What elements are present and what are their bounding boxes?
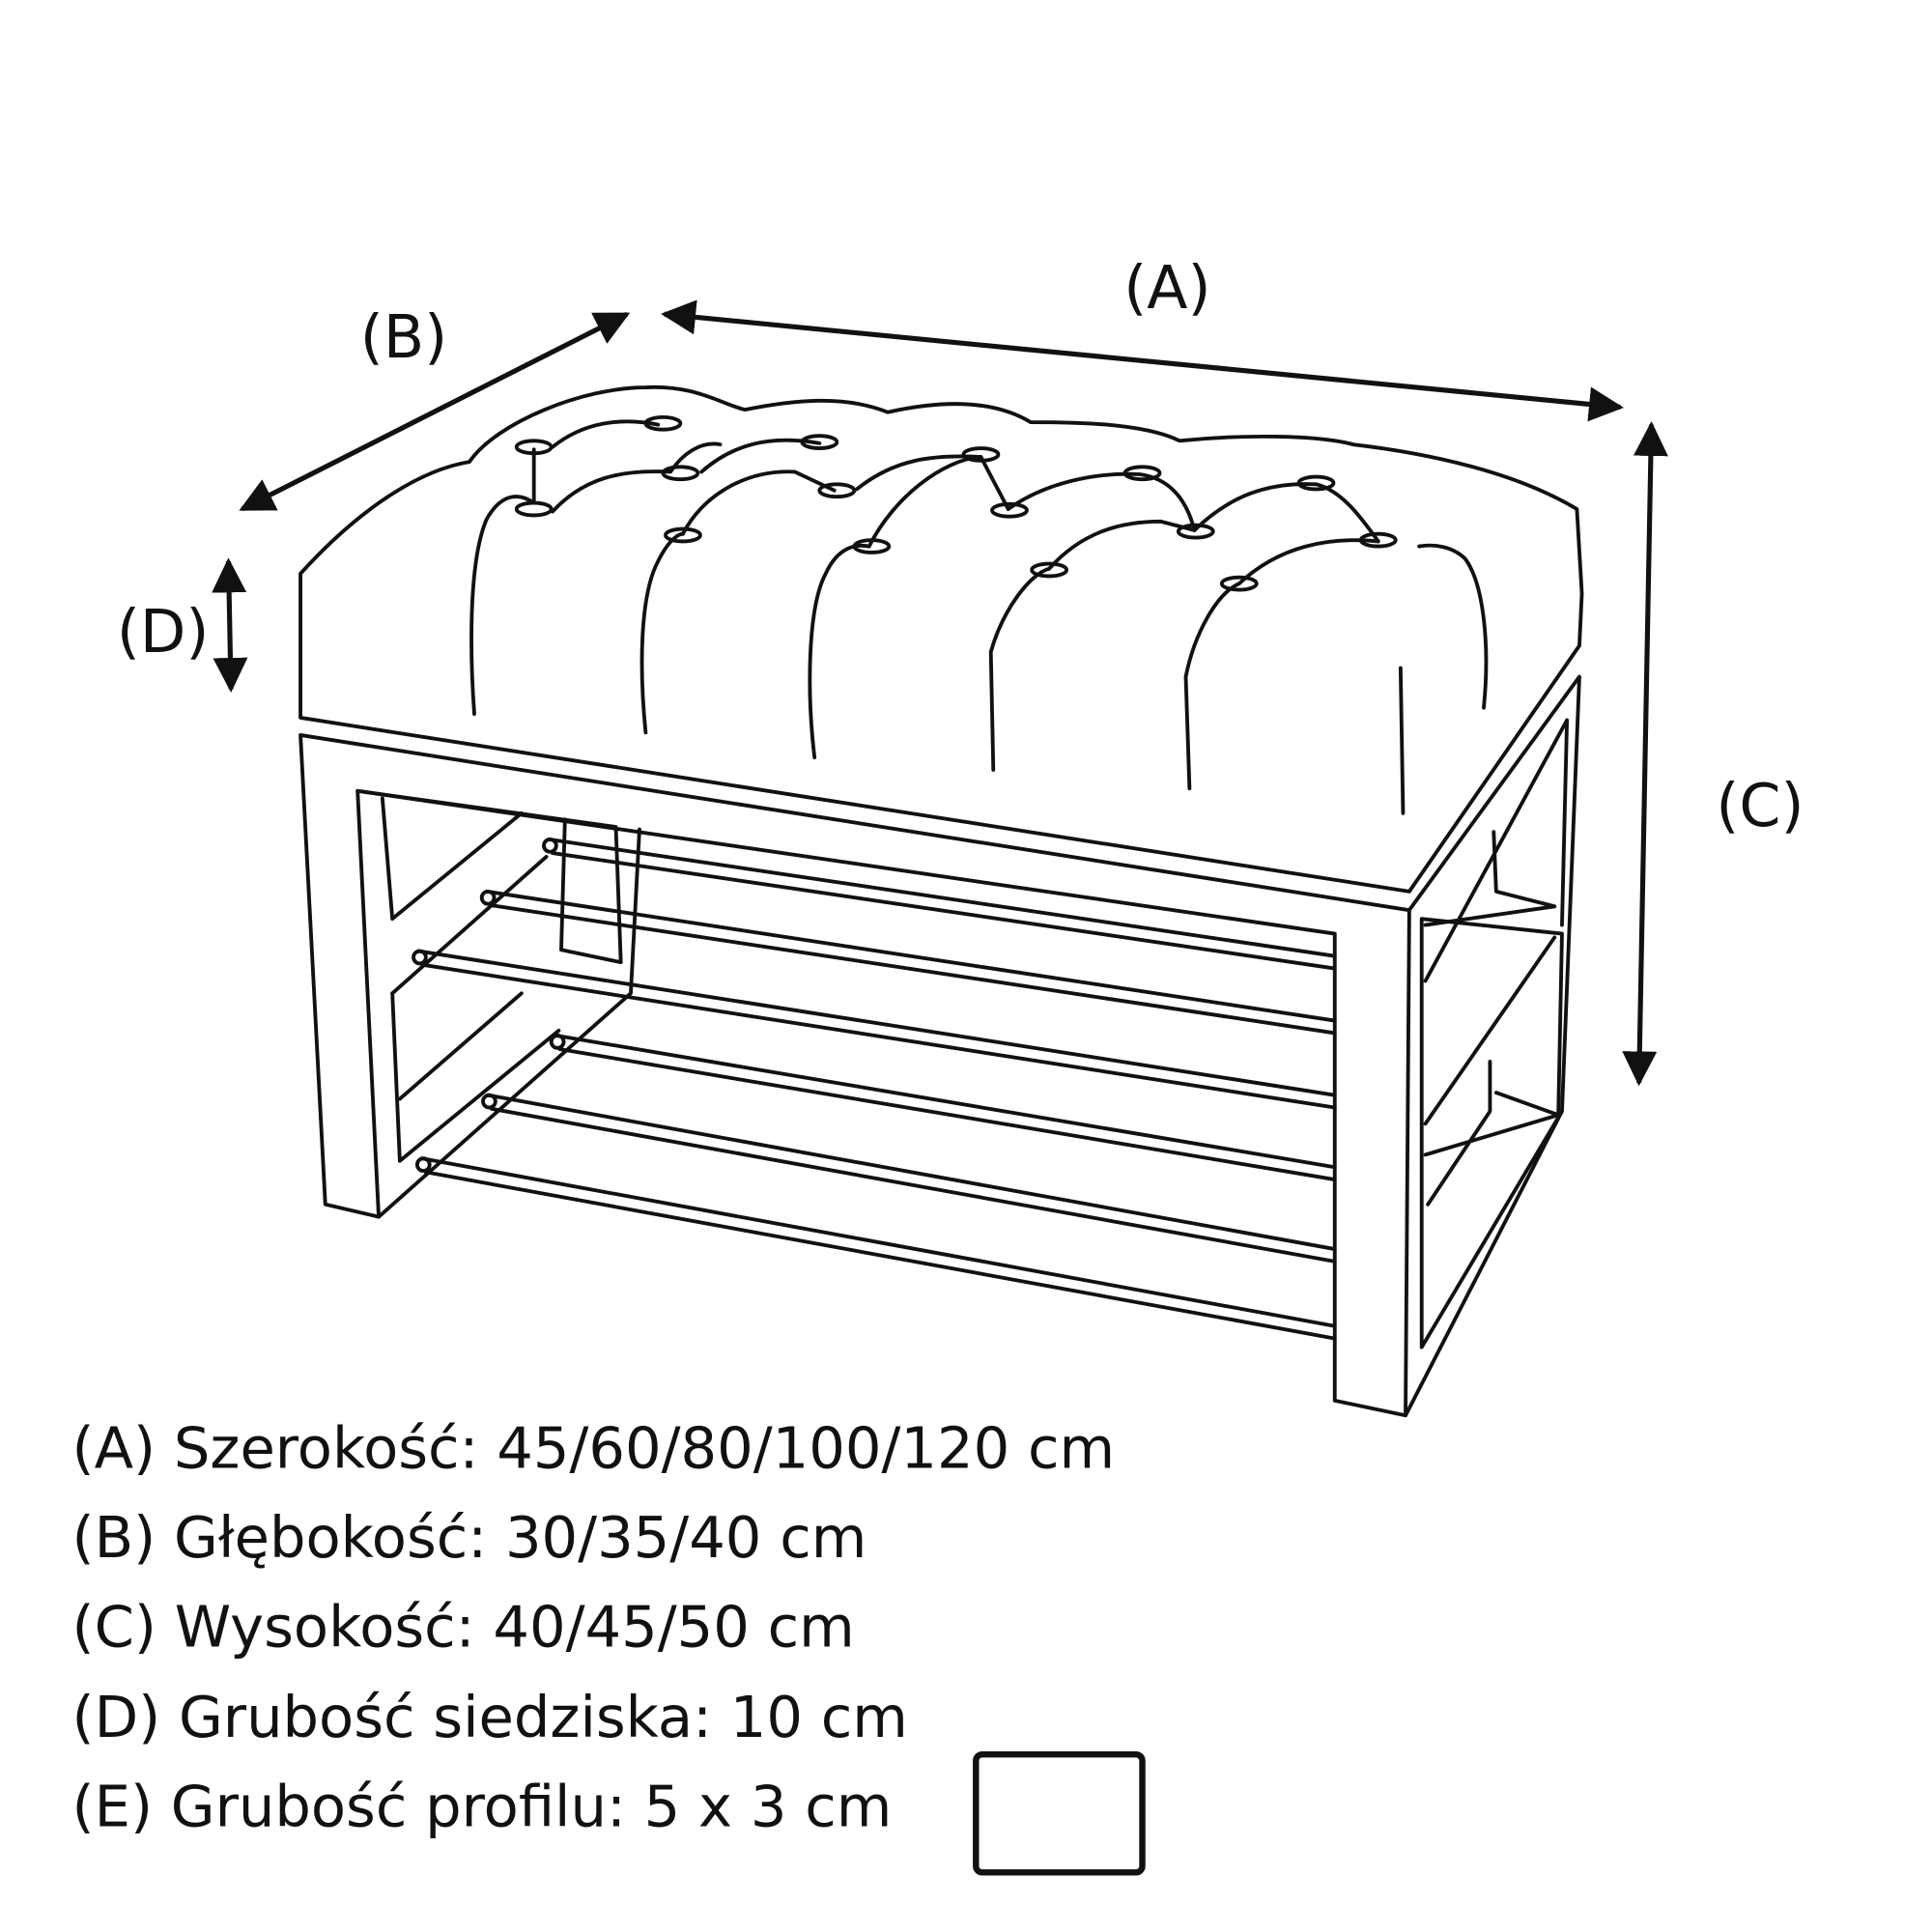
dimension-c-arrow <box>1622 420 1668 1087</box>
metal-frame <box>298 674 1581 1418</box>
dimension-a-arrow <box>661 299 1624 422</box>
dimension-d-arrow <box>212 557 248 693</box>
spec-list: (A) Szerokość: 45/60/80/100/120 cm (B) G… <box>72 1414 1116 1839</box>
dimension-b-label: (B) <box>360 302 447 372</box>
dimension-d-label: (D) <box>117 597 210 667</box>
shoe-rods <box>412 837 1337 1341</box>
dimension-c-label: (C) <box>1716 771 1804 840</box>
spec-profile-thickness: (E) Grubość profilu: 5 x 3 cm <box>72 1774 893 1840</box>
spec-depth: (B) Głębokość: 30/35/40 cm <box>72 1504 867 1571</box>
dimension-b-arrow <box>239 311 631 512</box>
seat-cushion <box>298 384 1584 894</box>
spec-width: (A) Szerokość: 45/60/80/100/120 cm <box>72 1414 1116 1481</box>
profile-cross-section-icon <box>973 1750 1146 1876</box>
dimension-a-label: (A) <box>1123 253 1210 323</box>
tufting-buttons <box>514 414 1398 592</box>
spec-height: (C) Wysokość: 40/45/50 cm <box>72 1593 855 1660</box>
spec-seat-thickness: (D) Grubość siedziska: 10 cm <box>72 1684 908 1750</box>
